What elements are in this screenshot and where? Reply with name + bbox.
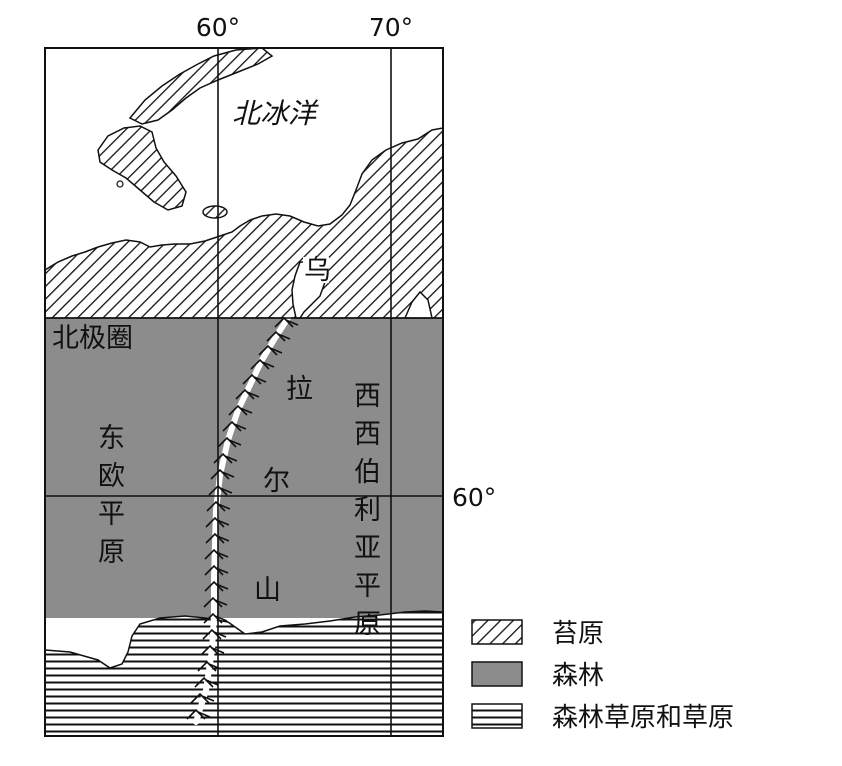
east-european-plain-char: 欧 xyxy=(98,461,125,492)
ural-mountains-label: 乌 拉 尔 山 xyxy=(254,255,331,606)
legend-item-tundra: 苔原 xyxy=(471,619,604,649)
mountain-symbol xyxy=(217,436,242,448)
ural-mountains-char: 乌 xyxy=(304,255,331,286)
map-frame xyxy=(44,47,444,737)
steppe-zone xyxy=(45,610,443,736)
east-european-plain-char: 平 xyxy=(98,499,125,530)
lat-60-label: 60° xyxy=(452,483,496,512)
lon-70-label: 70° xyxy=(369,13,413,42)
west-siberian-plain-char: 亚 xyxy=(354,533,381,564)
mountain-symbol xyxy=(222,420,247,432)
mountain-symbol xyxy=(203,612,228,624)
legend-item-forest: 森林 xyxy=(471,661,604,691)
west-siberian-plain-char: 伯 xyxy=(354,457,381,488)
legend: 苔原 森林 森林草原和草原 xyxy=(471,619,734,733)
legend-label-steppe: 森林草原和草原 xyxy=(552,703,734,733)
mountain-symbol xyxy=(250,358,275,370)
legend-swatch-forest xyxy=(471,661,523,687)
mountain-symbol xyxy=(206,500,231,512)
arctic-circle-label: 北极圈 xyxy=(52,323,133,354)
west-siberian-plain-char: 西 xyxy=(354,419,381,450)
ural-mountains-symbols xyxy=(186,316,299,720)
mountain-symbol xyxy=(194,676,219,688)
mountain-symbol xyxy=(266,330,291,342)
mountain-symbol xyxy=(197,660,222,672)
legend-swatch-steppe xyxy=(471,703,523,729)
mountain-symbol xyxy=(213,452,238,464)
island-small xyxy=(202,205,228,219)
lon-60-label: 60° xyxy=(196,13,240,42)
west-siberian-plain-char: 西 xyxy=(354,381,381,412)
island-north xyxy=(128,48,274,125)
legend-label-tundra: 苔原 xyxy=(552,619,604,649)
legend-label-forest: 森林 xyxy=(552,661,604,691)
mountain-symbol xyxy=(203,596,228,608)
islet xyxy=(116,180,124,188)
east-european-plain-char: 东 xyxy=(98,423,125,454)
legend-item-steppe: 森林草原和草原 xyxy=(471,703,734,733)
mountain-symbol xyxy=(190,692,215,704)
map-body xyxy=(45,48,443,736)
arctic-ocean-label: 北冰洋 xyxy=(232,97,319,130)
legend-swatch-tundra xyxy=(471,619,523,645)
mountain-symbol xyxy=(242,373,267,385)
west-siberian-plain-char: 原 xyxy=(354,609,381,640)
west-siberian-plain-label: 西 西 伯 利 亚 平 原 xyxy=(354,381,381,640)
forest-zone xyxy=(45,318,443,618)
mountain-symbol xyxy=(235,388,260,400)
east-european-plain-label: 东 欧 平 原 xyxy=(98,423,125,568)
mountain-symbol xyxy=(210,468,235,480)
island-south xyxy=(97,125,187,211)
west-siberian-plain-char: 平 xyxy=(354,571,381,602)
mountain-symbol xyxy=(258,344,283,356)
mountain-symbol xyxy=(186,708,211,720)
ural-mountains-char: 拉 xyxy=(286,374,313,405)
west-siberian-plain-char: 利 xyxy=(354,495,381,526)
ural-mountains-char: 山 xyxy=(254,575,281,606)
mountain-symbol xyxy=(228,404,253,416)
ural-mountains-char: 尔 xyxy=(263,466,290,497)
mountain-symbol xyxy=(205,532,230,544)
east-european-plain-char: 原 xyxy=(98,537,125,568)
tundra-zone xyxy=(45,127,443,319)
mountain-symbol xyxy=(205,516,230,528)
